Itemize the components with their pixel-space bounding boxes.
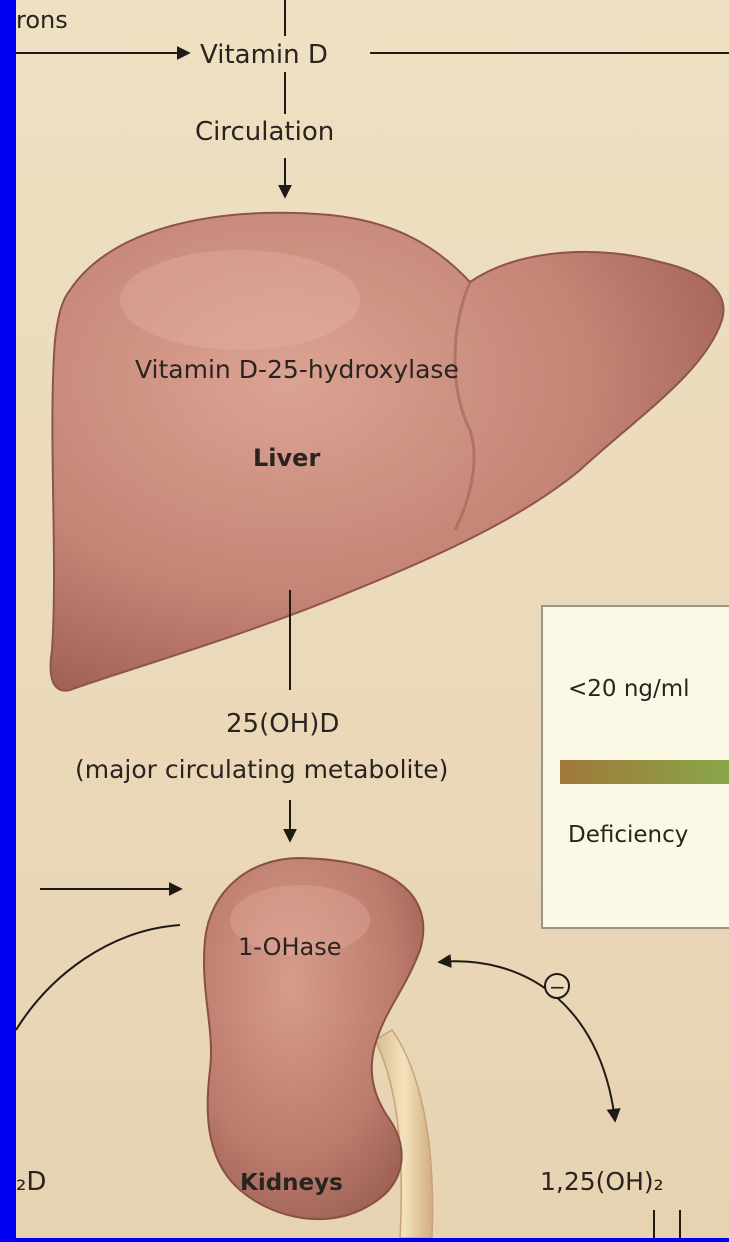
- inhibition-sign: −: [549, 975, 566, 999]
- circulation-label: Circulation: [195, 117, 334, 147]
- kidneys-label: Kidneys: [240, 1170, 343, 1196]
- left-edge-label: ₂D: [16, 1167, 46, 1197]
- threshold-label: <20 ng/ml: [568, 676, 690, 702]
- status-gradient-bar: [560, 760, 729, 784]
- top-left-label: rons: [16, 6, 68, 34]
- liver-label: Liver: [253, 444, 320, 472]
- kidney-enzyme-label: 1-OHase: [238, 933, 342, 961]
- metabolite-label: 25(OH)D: [226, 709, 339, 739]
- right-edge-label: 1,25(OH)₂: [540, 1167, 664, 1196]
- status-label: Deficiency: [568, 822, 688, 848]
- liver-highlight: [120, 250, 360, 350]
- metabolite-note: (major circulating metabolite): [75, 755, 448, 784]
- vitamin-d-label: Vitamin D: [200, 40, 328, 70]
- liver-enzyme-label: Vitamin D-25-hydroxylase: [135, 355, 459, 384]
